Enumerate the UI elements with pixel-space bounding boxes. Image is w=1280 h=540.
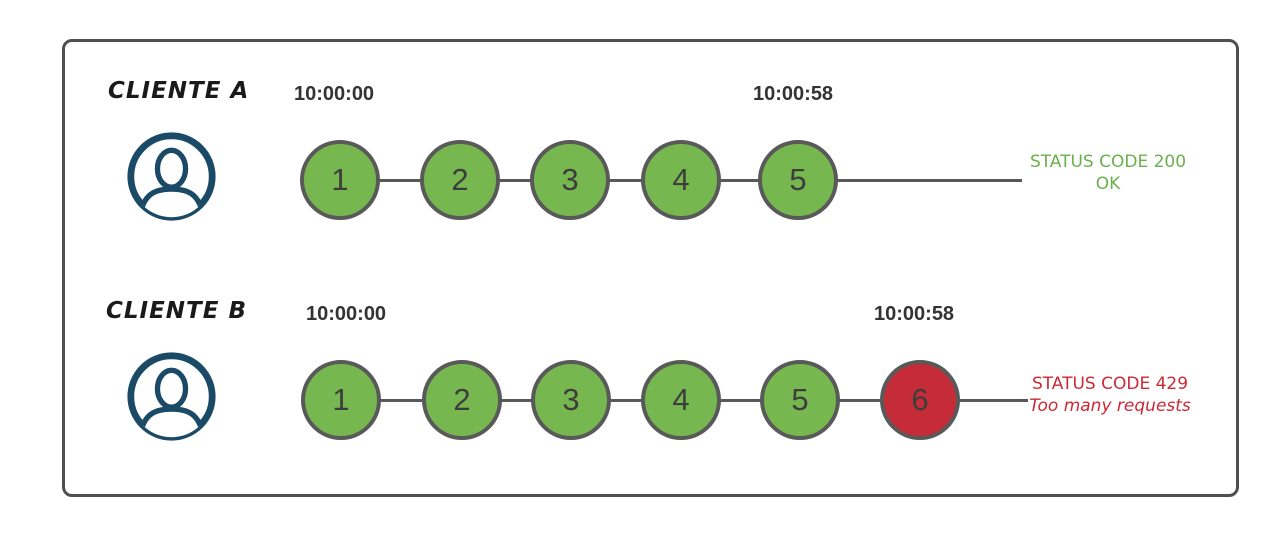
timestamp-b-end: 10:00:58	[874, 303, 955, 325]
request-b-5: 5	[760, 360, 840, 440]
request-a-2: 2	[420, 140, 500, 220]
status-a-message: OK	[1095, 174, 1121, 194]
user-avatar-icon	[127, 132, 216, 221]
timestamp-a-end: 10:00:58	[753, 83, 834, 105]
request-a-4: 4	[641, 140, 721, 220]
request-a-1: 1	[300, 140, 380, 220]
timestamp-a-start: 10:00:00	[294, 83, 375, 105]
client-a-label: CLIENTE A	[108, 78, 250, 104]
request-b-1: 1	[301, 360, 381, 440]
status-a: STATUS CODE 200 OK	[1008, 151, 1208, 195]
timestamp-b-start: 10:00:00	[306, 303, 387, 325]
request-a-3: 3	[530, 140, 610, 220]
user-avatar-icon	[127, 352, 216, 441]
request-b-3: 3	[531, 360, 611, 440]
client-b-label: CLIENTE B	[106, 298, 247, 324]
request-b-4: 4	[641, 360, 721, 440]
request-b-2: 2	[422, 360, 502, 440]
request-b-6: 6	[880, 360, 960, 440]
status-b-code: STATUS CODE 429	[1031, 374, 1189, 394]
status-b-message: Too many requests	[1029, 396, 1191, 416]
status-a-code: STATUS CODE 200	[1029, 152, 1187, 172]
request-a-5: 5	[758, 140, 838, 220]
diagram-frame	[62, 39, 1239, 497]
status-b: STATUS CODE 429 Too many requests	[1010, 373, 1210, 417]
